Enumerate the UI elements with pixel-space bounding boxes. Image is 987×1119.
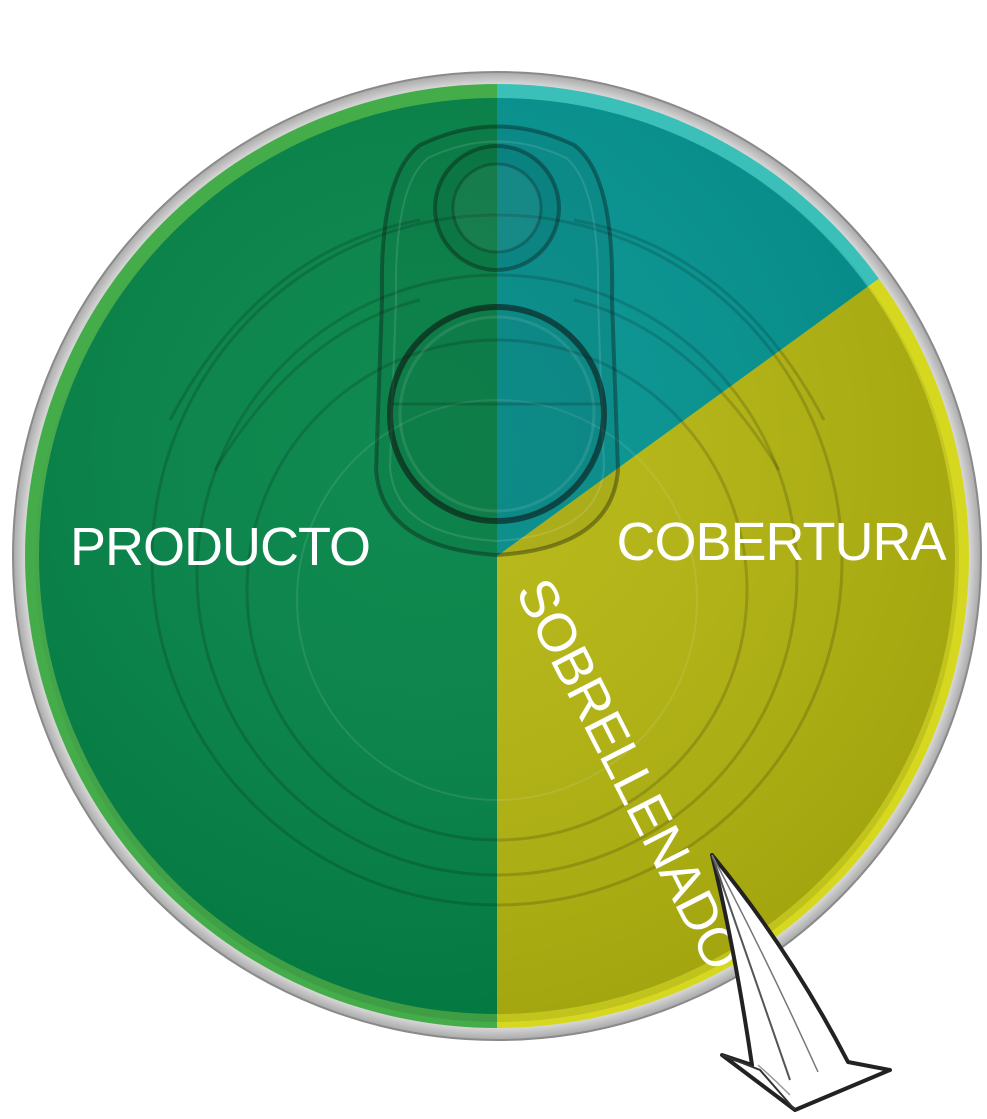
slice-label-cobertura: COBERTURA bbox=[616, 512, 946, 572]
lid-shading bbox=[35, 98, 959, 1022]
slice-label-producto: PRODUCTO bbox=[70, 517, 370, 577]
peel-arrow-icon bbox=[710, 853, 892, 1112]
